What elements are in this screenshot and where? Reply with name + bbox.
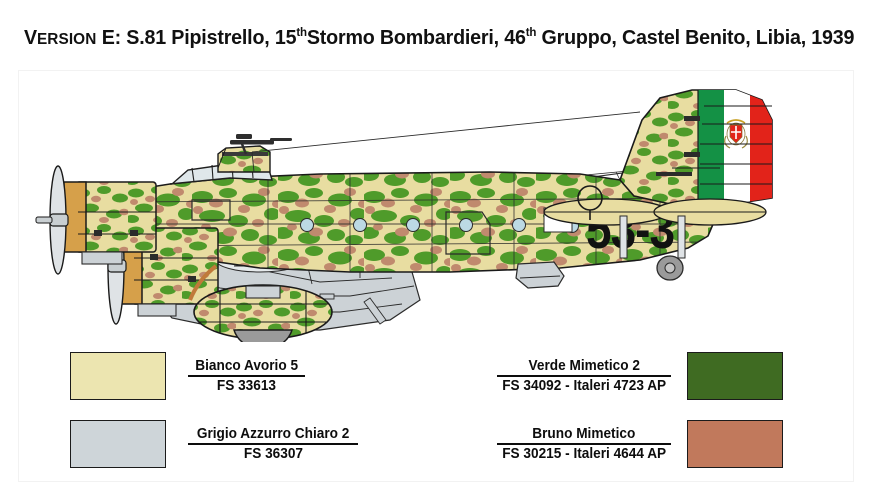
legend-divider <box>188 375 306 377</box>
title-location-year: Gruppo, Castel Benito, Libia, 1939 <box>536 26 855 49</box>
color-swatch-verde-mimetico-2 <box>687 352 784 400</box>
legend-label-bruno-mimetico: Bruno Mimetico FS 30215 - Italeri 4644 A… <box>497 425 672 462</box>
color-swatch-bianco-avorio-5 <box>70 352 166 400</box>
legend-entry-bianco-avorio-5: Bianco Avorio 5 FS 33613 <box>70 352 306 400</box>
legend-label-bianco-avorio-5: Bianco Avorio 5 FS 33613 <box>188 357 306 394</box>
title-ordinal-15th: th <box>296 25 307 40</box>
legend-color-code: FS 36307 <box>243 445 303 462</box>
antenna-wire <box>251 111 641 173</box>
legend-divider <box>497 375 672 377</box>
aircraft-svg: 53-3 <box>35 89 773 342</box>
aircraft-profile-illustration: 53-3 <box>20 72 852 342</box>
legend-color-code: FS 34092 - Italeri 4723 AP <box>502 377 667 394</box>
title-unit-mid: Stormo Bombardieri, 46 <box>306 26 526 49</box>
title-version-letter: E: S.81 Pipistrello, 15 <box>96 26 297 49</box>
savoy-crest-icon <box>724 119 748 149</box>
engine-nacelle-outer <box>35 165 157 275</box>
dorsal-turret <box>217 134 292 173</box>
main-landing-gear <box>193 284 333 342</box>
title-version-initial: V <box>24 26 37 49</box>
ring-sight <box>577 185 603 220</box>
color-legend: Bianco Avorio 5 FS 33613 Grigio Azzurro … <box>0 348 873 488</box>
legend-entry-bruno-mimetico: Bruno Mimetico FS 30215 - Italeri 4644 A… <box>497 420 784 468</box>
propeller-outer <box>35 165 69 275</box>
color-swatch-bruno-mimetico <box>687 420 784 468</box>
legend-label-verde-mimetico-2: Verde Mimetico 2 FS 34092 - Italeri 4723… <box>497 357 672 394</box>
fuselage <box>129 171 715 289</box>
legend-color-code: FS 30215 - Italeri 4644 AP <box>502 445 667 462</box>
legend-color-name: Grigio Azzurro Chiaro 2 <box>196 425 350 442</box>
title-version-rest: ERSION <box>36 31 97 48</box>
legend-color-name: Bruno Mimetico <box>532 425 636 442</box>
page-title: VERSION E: S.81 Pipistrello, 15thStormo … <box>24 25 855 50</box>
legend-color-name: Verde Mimetico 2 <box>528 357 640 374</box>
tail-fin <box>619 89 773 207</box>
legend-entry-grigio-azzurro-chiaro-2: Grigio Azzurro Chiaro 2 FS 36307 <box>70 420 359 468</box>
legend-entry-verde-mimetico-2: Verde Mimetico 2 FS 34092 - Italeri 4723… <box>497 352 784 400</box>
legend-divider <box>188 443 359 445</box>
rudder-tricolor <box>698 90 772 206</box>
title-ordinal-46th: th <box>525 25 537 40</box>
legend-label-grigio-azzurro-chiaro-2: Grigio Azzurro Chiaro 2 FS 36307 <box>188 425 359 462</box>
title-bar: VERSION E: S.81 Pipistrello, 15thStormo … <box>0 26 873 60</box>
horizontal-stabilizer <box>543 198 767 259</box>
legend-divider <box>497 443 672 445</box>
turret-machine-gun <box>230 134 292 155</box>
color-swatch-grigio-azzurro-chiaro-2 <box>70 420 166 468</box>
legend-color-code: FS 33613 <box>217 377 277 394</box>
legend-color-name: Bianco Avorio 5 <box>195 357 299 374</box>
